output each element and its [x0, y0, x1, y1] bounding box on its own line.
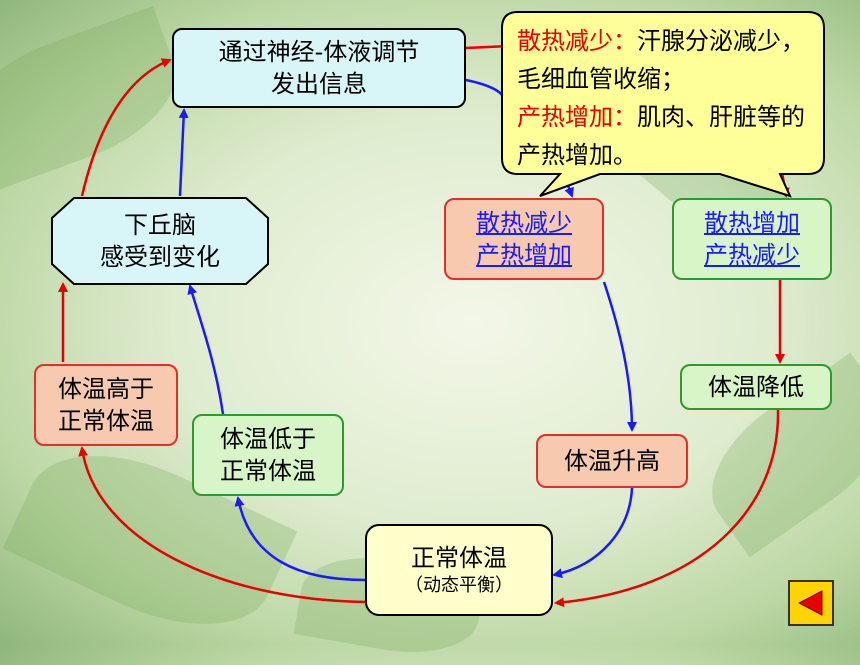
normal-temp-main: 正常体温: [411, 544, 507, 572]
hypothalamus-line-2: 感受到变化: [100, 243, 220, 271]
callout-text-2: 肌肉、肝脏等的产热增加。: [517, 103, 805, 169]
callout-text-1: 汗腺分泌减少，毛细血管收缩；: [517, 27, 805, 93]
temp-rise-label: 体温升高: [564, 447, 660, 475]
signal-line-1: 通过神经-体液调节: [218, 38, 420, 66]
less-heat-loss-link-2[interactable]: 产热增加: [476, 241, 572, 269]
arrow-drop-to-normal: [554, 409, 780, 608]
hypothalamus-line-1: 下丘脑: [124, 211, 196, 239]
temp-low-node: 体温低于 正常体温: [192, 414, 344, 496]
feedback-arrows: [51, 11, 825, 608]
callout-bubble: [501, 11, 825, 198]
arrow-normal-to-low: [234, 496, 366, 582]
arrow-hypothalamus-to-signal-blue: [178, 108, 189, 197]
arrow-hypothalamus-to-signal: [80, 58, 172, 197]
temp-high-node: 体温高于 正常体温: [34, 364, 178, 446]
normal-temp-sub: （动态平衡）: [405, 575, 513, 596]
back-arrow-icon: [797, 590, 823, 616]
temp-high-line-1: 体温高于: [58, 375, 154, 403]
normal-temp-node: 正常体温 （动态平衡）: [365, 524, 553, 616]
signal-node: 通过神经-体液调节 发出信息: [172, 28, 466, 108]
callout-text: 散热减少：汗腺分泌减少，毛细血管收缩； 产热增加：肌肉、肝脏等的产热增加。: [517, 22, 817, 174]
more-heat-loss-link-2[interactable]: 产热减少: [704, 241, 800, 269]
temp-rise-node: 体温升高: [536, 434, 688, 488]
arrow-less-loss-to-rise: [602, 281, 637, 432]
arrow-rise-to-normal: [552, 487, 634, 579]
callout-heading-1: 散热减少：: [517, 27, 637, 55]
less-heat-loss-node[interactable]: 散热减少 产热增加: [444, 198, 604, 280]
temp-high-line-2: 正常体温: [58, 407, 154, 435]
arrow-low-to-hypothalamus: [187, 284, 225, 415]
more-heat-loss-link-1[interactable]: 散热增加: [704, 209, 800, 237]
callout-heading-2: 产热增加：: [517, 103, 637, 131]
more-heat-loss-node[interactable]: 散热增加 产热减少: [672, 198, 832, 280]
temp-drop-node: 体温降低: [680, 364, 832, 410]
arrow-normal-to-high: [78, 446, 366, 604]
signal-line-2: 发出信息: [271, 70, 367, 98]
hypothalamus-shape: [51, 197, 269, 285]
less-heat-loss-link-1[interactable]: 散热减少: [476, 209, 572, 237]
back-button[interactable]: [788, 580, 834, 626]
temp-low-line-2: 正常体温: [220, 457, 316, 485]
temp-low-line-1: 体温低于: [220, 425, 316, 453]
temp-drop-label: 体温降低: [708, 373, 804, 401]
hypothalamus-node: 下丘脑 感受到变化: [52, 198, 268, 284]
arrow-signal-to-less-loss: [465, 78, 507, 101]
